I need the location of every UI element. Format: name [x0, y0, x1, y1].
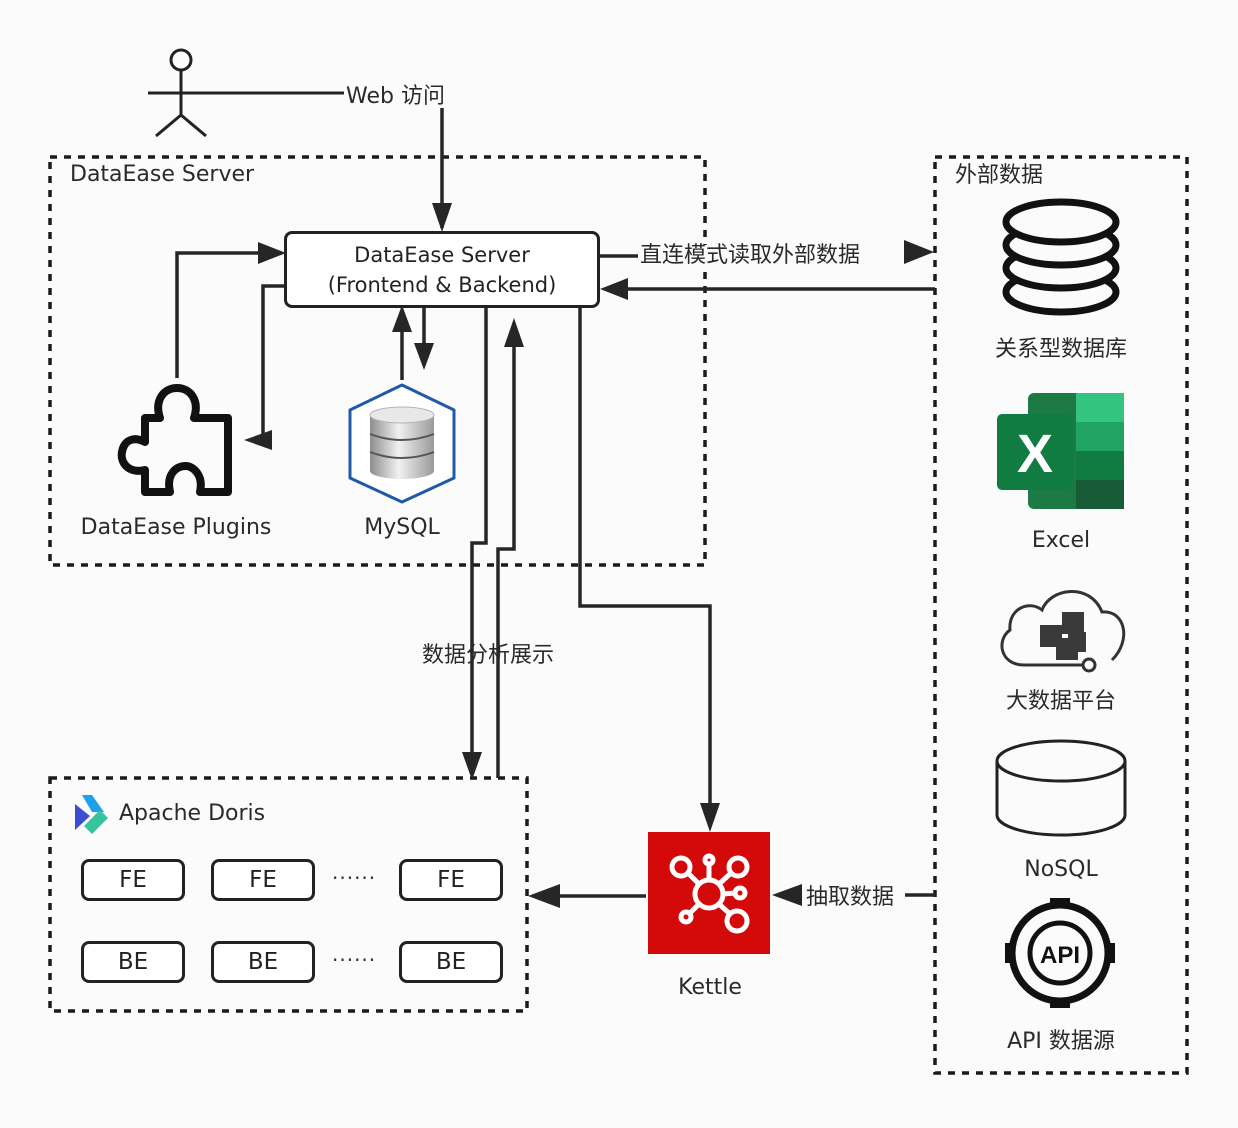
database-icon: [348, 383, 456, 504]
puzzle-icon: [117, 384, 232, 496]
edge-server-to-plugins: [261, 284, 285, 440]
external-item-label: NoSQL: [1024, 857, 1098, 882]
kettle-label: Kettle: [678, 975, 742, 1000]
be-ellipsis: ······: [332, 948, 377, 972]
fe-node[interactable]: FE: [81, 859, 185, 901]
user-actor-icon: [148, 48, 345, 138]
kettle-network-icon: [648, 832, 770, 954]
doris-group-border: [48, 776, 529, 1013]
api-gear-icon: API: [1005, 898, 1115, 1008]
dataease-server-node[interactable]: DataEase Server (Frontend & Backend): [284, 231, 600, 308]
external-item-label: 大数据平台: [1005, 689, 1117, 714]
edge-server-to-kettle: [578, 308, 712, 810]
be-node[interactable]: BE: [81, 941, 185, 983]
server-node-line2: (Frontend & Backend): [327, 272, 557, 297]
edge-label-web-access: Web 访问: [344, 84, 447, 109]
cloud-blocks-icon: [1000, 590, 1126, 673]
dataease-group-title: DataEase Server: [70, 162, 255, 187]
svg-text:API: API: [1040, 942, 1080, 969]
dataease-group-border: [48, 155, 707, 567]
external-group-title: 外部数据: [955, 163, 1044, 188]
external-item-label: 关系型数据库: [994, 337, 1128, 362]
edge-label-analysis: 数据分析展示: [422, 643, 555, 668]
server-node-line1: DataEase Server: [354, 242, 530, 267]
edge-server-to-doris: [470, 308, 488, 760]
edge-label-direct-read: 直连模式读取外部数据: [638, 243, 863, 268]
be-node[interactable]: BE: [399, 941, 503, 983]
fe-node[interactable]: FE: [399, 859, 503, 901]
external-item-label: Excel: [1031, 528, 1091, 553]
fe-ellipsis: ······: [332, 866, 377, 890]
edge-label-extract: 抽取数据: [804, 885, 897, 910]
database-stack-icon: [1002, 198, 1120, 316]
edge-plugins-to-server: [175, 251, 262, 378]
fe-node[interactable]: FE: [211, 859, 315, 901]
plugins-label: DataEase Plugins: [80, 515, 272, 540]
external-group-border: [933, 155, 1189, 1075]
doris-group-title: Apache Doris: [119, 801, 266, 826]
excel-icon: X: [997, 393, 1124, 509]
edge-doris-to-server: [496, 345, 516, 778]
svg-text:X: X: [1017, 424, 1053, 484]
be-node[interactable]: BE: [211, 941, 315, 983]
external-item-label: API 数据源: [1007, 1029, 1115, 1054]
mysql-label: MySQL: [364, 515, 440, 540]
cylinder-icon: [995, 739, 1127, 837]
doris-logo-icon: [75, 795, 108, 834]
